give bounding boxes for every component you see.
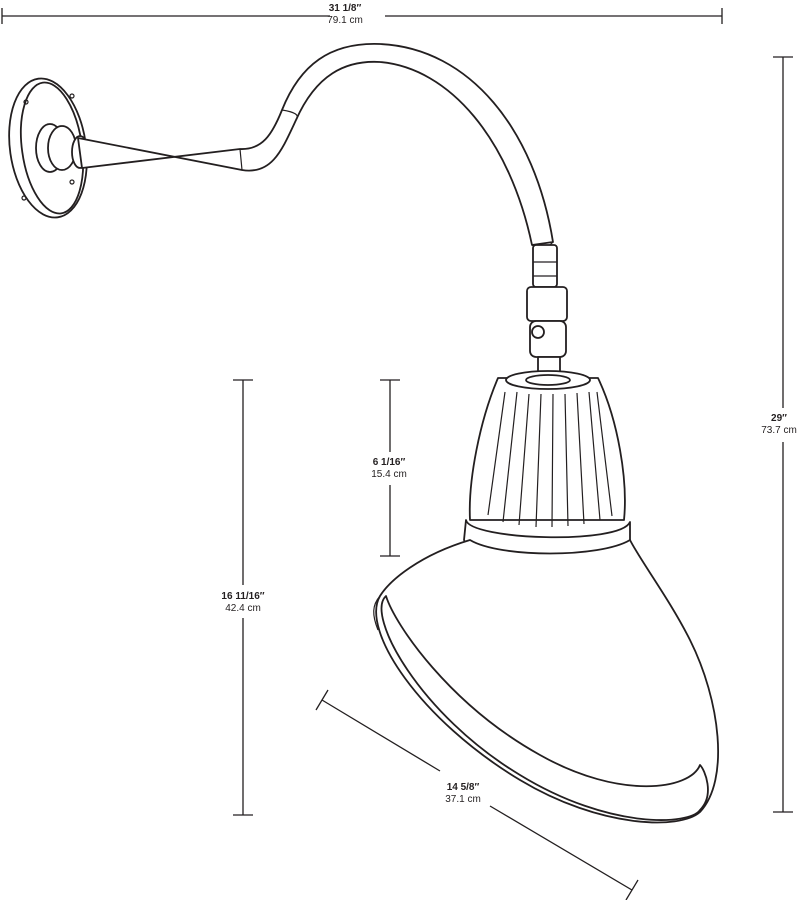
width-dimension-line <box>1 8 723 24</box>
cage-metric: 15.4 cm <box>371 469 407 480</box>
diameter-label: 14 5/8″ 37.1 cm <box>445 782 481 806</box>
width-imperial: 31 1/8″ <box>328 3 362 14</box>
width-metric: 79.1 cm <box>327 15 363 26</box>
cage-label: 6 1/16″ 15.4 cm <box>371 457 407 481</box>
cage-dimension-line <box>380 379 400 557</box>
cage-imperial: 6 1/16″ <box>372 457 406 468</box>
dome-shade <box>373 539 720 824</box>
drop-label: 16 11/16″ 42.4 cm <box>221 591 264 615</box>
height-label: 29″ 73.7 cm <box>761 413 797 437</box>
heat-sink-cage <box>463 370 631 556</box>
width-label: 31 1/8″ 79.1 cm <box>327 3 363 27</box>
diameter-dimension-line <box>315 689 639 900</box>
height-dimension-line <box>773 56 793 813</box>
drop-dimension-line <box>233 379 253 816</box>
height-metric: 73.7 cm <box>761 425 797 436</box>
diameter-metric: 37.1 cm <box>445 794 481 805</box>
height-imperial: 29″ <box>771 413 787 424</box>
swivel-knuckle <box>526 244 568 376</box>
diameter-imperial: 14 5/8″ <box>446 782 480 793</box>
drop-metric: 42.4 cm <box>225 603 261 614</box>
drop-imperial: 16 11/16″ <box>221 591 265 602</box>
gooseneck-arm <box>77 43 554 249</box>
